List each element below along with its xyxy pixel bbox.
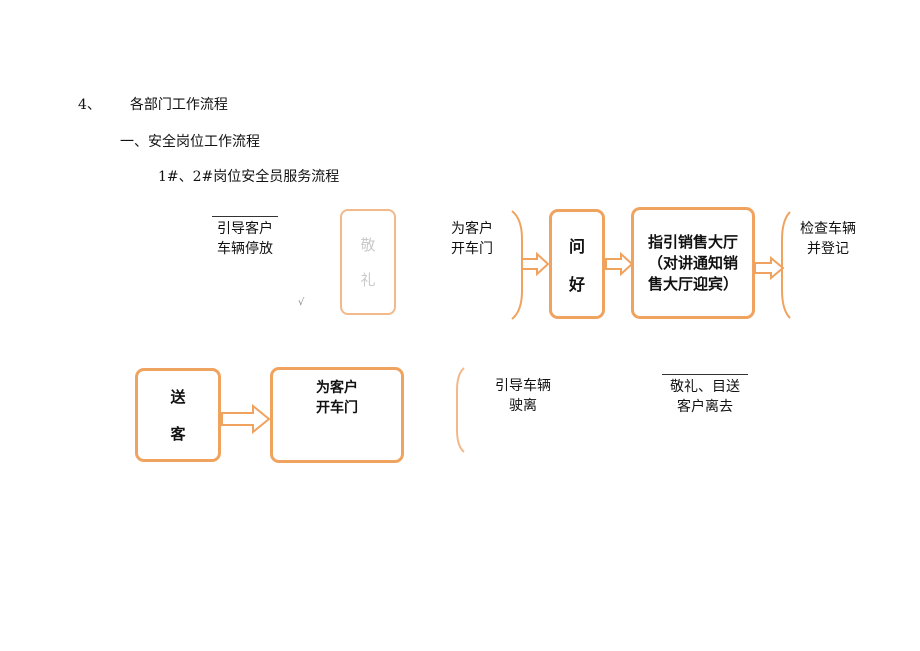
check-mark: √ (298, 297, 305, 308)
step-inspect-line2: 并登记 (807, 241, 849, 257)
step-guide-leave-line2: 驶离 (509, 398, 537, 414)
step-guide-parking-line1: 引导客户 (212, 216, 278, 239)
step-salute-farewell-line1: 敬礼、目送 (662, 374, 748, 397)
step-send-off-char1: 送 (170, 388, 186, 406)
arrow-icon (754, 256, 784, 280)
arrow-icon (521, 252, 549, 276)
arrow-icon (221, 404, 271, 434)
step-guide-parking-line2: 车辆停放 (217, 241, 273, 257)
step-guide-leave-line1: 引导车辆 (495, 378, 551, 394)
step-salute-char1: 敬 (360, 236, 376, 254)
step-send-off-box: 送 客 (135, 368, 221, 462)
step-salute-char2: 礼 (360, 271, 376, 289)
flow-title: 1#、2#岗位安全员服务流程 (158, 169, 340, 185)
step-open-door-line2: 开车门 (451, 241, 493, 257)
step-guide-leave: 引导车辆 驶离 (490, 376, 556, 416)
bracket-inspect (780, 210, 792, 320)
step-send-off-char2: 客 (170, 425, 186, 443)
step-direct-hall-line2: （对讲通知销 (647, 253, 738, 272)
arrow-icon (605, 252, 633, 276)
step-salute-farewell: 敬礼、目送 客户离去 (662, 374, 748, 417)
step-salute-box: 敬 礼 (340, 209, 396, 315)
step-open-door2-line2: 开车门 (316, 400, 358, 416)
bracket-guide-leave (454, 366, 466, 454)
step-direct-hall-line3: 售大厅迎宾） (647, 274, 738, 293)
step-guide-parking: 引导客户 车辆停放 (212, 216, 278, 259)
step-greet-char1: 问 (568, 237, 585, 256)
section-title: 各部门工作流程 (129, 97, 228, 113)
subsection-heading: 一、安全岗位工作流程 (120, 134, 260, 150)
step-greet-char2: 好 (568, 275, 585, 294)
step-inspect: 检查车辆 并登记 (796, 219, 860, 259)
step-direct-hall-box: 指引销售大厅 （对讲通知销 售大厅迎宾） (631, 207, 755, 319)
section-heading: 4、 各部门工作流程 (78, 94, 228, 114)
section-number: 4、 (78, 97, 101, 113)
step-open-door2-line1: 为客户 (316, 380, 358, 396)
step-open-door-line1: 为客户 (451, 221, 493, 237)
step-open-door-box: 为客户 开车门 (270, 367, 404, 463)
step-salute-farewell-line2: 客户离去 (677, 399, 733, 415)
step-greet-box: 问 好 (549, 209, 605, 319)
step-inspect-line1: 检查车辆 (800, 221, 856, 237)
step-open-door: 为客户 开车门 (444, 219, 500, 259)
step-direct-hall-line1: 指引销售大厅 (647, 232, 738, 251)
